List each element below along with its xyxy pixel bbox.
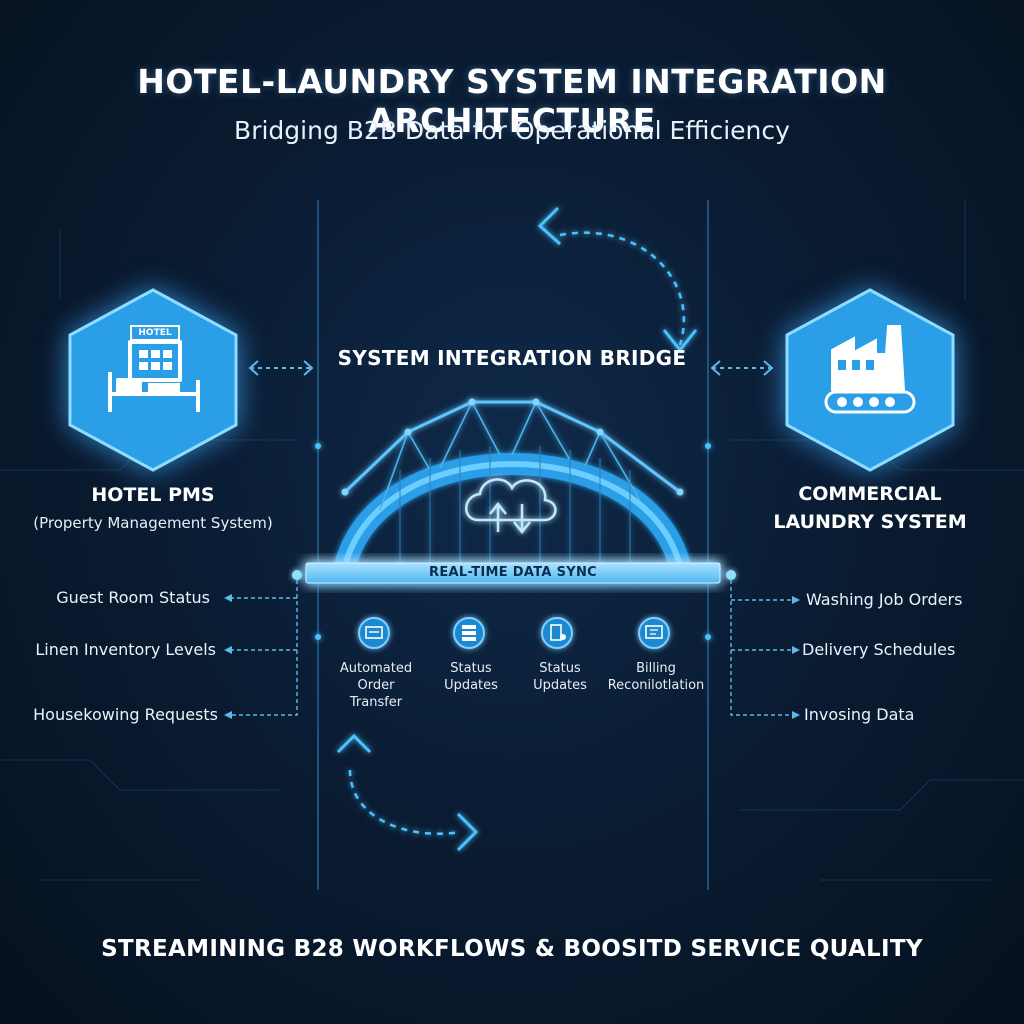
- cycle-arrow-top: [537, 206, 698, 353]
- hotel-feed-item: Linen Inventory Levels: [35, 640, 216, 659]
- bridge-frame-lines: [317, 200, 709, 890]
- cycle-arrow-bottom: [336, 733, 479, 852]
- status-update-icon: [541, 617, 573, 649]
- function-label: Status Updates: [425, 660, 517, 694]
- hotel-pms-subtitle: (Property Management System): [33, 514, 273, 532]
- footer-tagline: STREAMINING B28 WORKFLOWS & BOOSITD SERV…: [101, 936, 923, 962]
- right-feed-connectors: [730, 580, 792, 716]
- hotel-feed-item: Guest Room Status: [56, 588, 210, 607]
- function-label: Billing Reconilotlation: [606, 660, 706, 694]
- link-arrow-left: [248, 360, 314, 376]
- database-icon: [453, 617, 485, 649]
- function-label: Status Updates: [514, 660, 606, 694]
- function-label-line: Reconilotlation: [607, 678, 705, 693]
- laundry-feed-item: Invosing Data: [804, 705, 915, 724]
- page-title: HOTEL-LAUNDRY SYSTEM INTEGRATION ARCHITE…: [137, 62, 887, 140]
- function-label-line: Status Updates: [444, 661, 498, 693]
- function-label: Automated Order Transfer: [324, 660, 428, 711]
- page-subtitle: Bridging B2B Data for Operational Effici…: [234, 116, 790, 145]
- laundry-feed-item: Washing Job Orders: [806, 590, 963, 609]
- hotel-feed-item: Housekowing Requests: [33, 705, 218, 724]
- laundry-title-line2: LAUNDRY SYSTEM: [773, 511, 967, 533]
- hotel-icon-label: HOTEL: [138, 328, 172, 338]
- sync-bar: [305, 562, 721, 584]
- order-transfer-icon: [358, 617, 390, 649]
- cloud-sync-icon: [465, 478, 557, 535]
- left-feed-connectors: [232, 580, 298, 716]
- bridge-structure: [334, 398, 691, 570]
- hotel-pms-title: HOTEL PMS: [91, 484, 215, 506]
- factory-conveyor-icon: [824, 325, 916, 414]
- billing-icon: [638, 617, 670, 649]
- function-label-line: Automated Order: [339, 661, 413, 693]
- function-label-line: Billing: [636, 661, 676, 676]
- link-arrow-right: [710, 360, 774, 376]
- hotel-bed-icon: [108, 340, 200, 412]
- bridge-title: SYSTEM INTEGRATION BRIDGE: [337, 346, 687, 370]
- function-label-line: Transfer: [349, 695, 403, 710]
- laundry-title-line1: COMMERCIAL: [798, 483, 942, 505]
- function-label-line: Status Updates: [533, 661, 587, 693]
- sync-label: REAL-TIME DATA SYNC: [429, 565, 597, 580]
- laundry-feed-item: Delivery Schedules: [802, 640, 956, 659]
